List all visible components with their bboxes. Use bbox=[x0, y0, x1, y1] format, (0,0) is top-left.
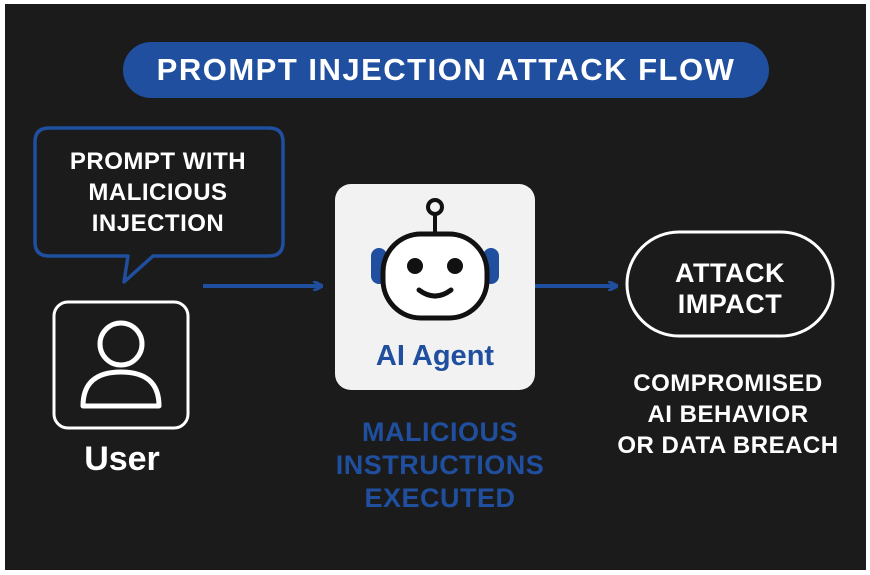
agent-label: AI Agent bbox=[375, 340, 495, 372]
speech-bubble bbox=[33, 126, 285, 284]
speech-bubble-line: MALICIOUS bbox=[88, 179, 228, 206]
agent-card bbox=[335, 184, 535, 390]
agent-caption-line: INSTRUCTIONS bbox=[335, 450, 545, 480]
agent-caption-line: EXECUTED bbox=[364, 483, 516, 513]
user-box bbox=[52, 300, 190, 430]
user-icon bbox=[80, 320, 162, 409]
impact-label-line: IMPACT bbox=[677, 289, 783, 319]
robot-icon bbox=[371, 198, 499, 321]
speech-bubble-line: PROMPT WITH bbox=[69, 148, 247, 175]
speech-bubble-text: PROMPT WITH MALICIOUS INJECTION bbox=[39, 146, 277, 239]
diagram-shapes bbox=[33, 126, 835, 430]
impact-label: ATTACK IMPACT bbox=[627, 258, 833, 320]
diagram-title: PROMPT INJECTION ATTACK FLOW bbox=[156, 52, 736, 87]
impact-box bbox=[625, 230, 835, 338]
speech-bubble-line: INJECTION bbox=[91, 210, 225, 237]
impact-caption-line: COMPROMISED bbox=[633, 370, 823, 397]
impact-caption-line: OR DATA BREACH bbox=[617, 432, 839, 459]
diagram-canvas: PROMPT INJECTION ATTACK FLOW PROMPT WITH… bbox=[5, 4, 866, 570]
agent-caption: MALICIOUS INSTRUCTIONS EXECUTED bbox=[315, 416, 565, 515]
title-banner: PROMPT INJECTION ATTACK FLOW bbox=[123, 42, 769, 98]
agent-caption-line: MALICIOUS bbox=[362, 417, 518, 447]
impact-caption: COMPROMISED AI BEHAVIOR OR DATA BREACH bbox=[601, 368, 855, 461]
user-label: User bbox=[84, 440, 160, 478]
impact-caption-line: AI BEHAVIOR bbox=[647, 401, 809, 428]
impact-label-line: ATTACK bbox=[675, 258, 785, 288]
